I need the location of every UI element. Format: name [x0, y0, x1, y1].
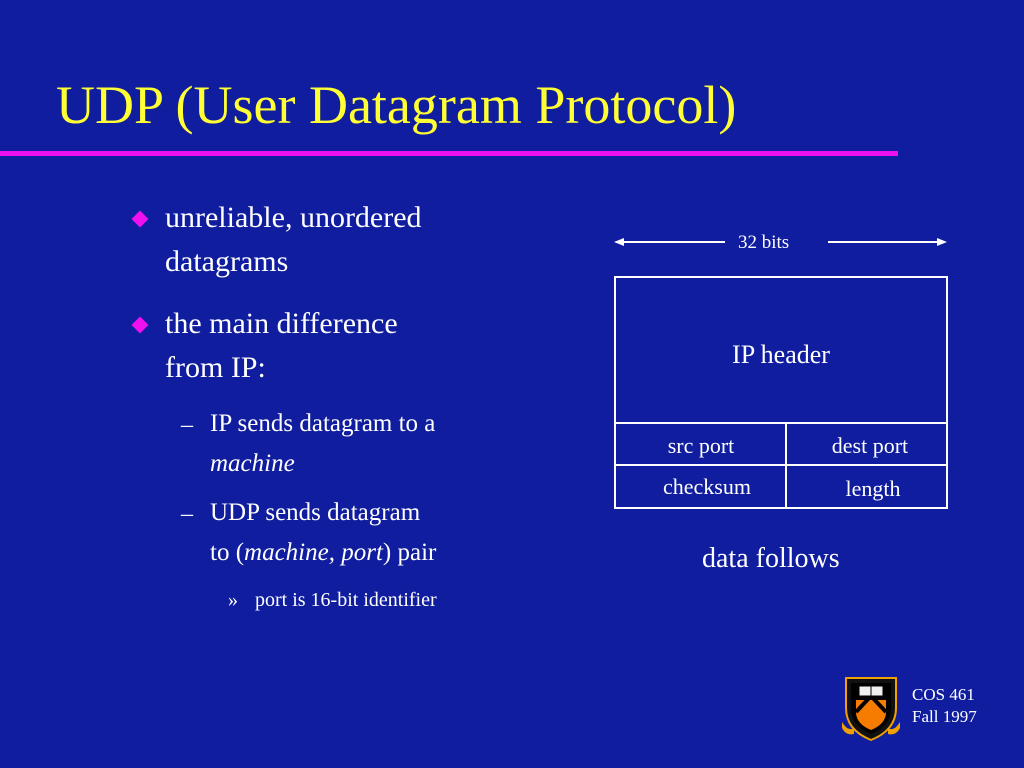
princeton-shield-logo — [842, 677, 900, 742]
bullet-item: unreliable, unordered datagrams — [165, 196, 525, 284]
dash-marker: – — [181, 412, 193, 438]
dest-port-field: dest port — [831, 433, 909, 458]
arrow-right-icon — [937, 238, 947, 246]
subsub-bullet-item: port is 16-bit identifier — [255, 589, 437, 611]
width-label: 32 bits — [738, 232, 790, 253]
bullet-line: datagrams — [165, 245, 289, 278]
sub-bullet-italic: machine — [210, 450, 295, 477]
sub-bullet-line: UDP sends datagram — [210, 499, 421, 526]
arrow-line-left — [622, 241, 725, 243]
column-divider — [785, 422, 787, 509]
dash-marker: – — [181, 501, 193, 527]
bullet-line: unreliable, unordered — [165, 201, 422, 234]
page-title: UDP (User Datagram Protocol) — [56, 75, 737, 135]
checksum-field: checksum — [663, 474, 751, 499]
bullet-line: the main difference — [165, 307, 398, 340]
footer: COS 461 Fall 1997 — [912, 684, 977, 728]
ip-header-label: IP header — [732, 340, 830, 369]
row-divider — [614, 464, 948, 466]
src-port-field: src port — [667, 433, 735, 458]
arrow-line-right — [828, 241, 938, 243]
term-label: Fall 1997 — [912, 707, 977, 726]
arrow-left-icon — [614, 238, 624, 246]
bullet-line: from IP: — [165, 351, 266, 384]
sub-bullet-item: IP sends datagram to a machine — [210, 404, 540, 484]
raquo-marker: » — [228, 589, 238, 611]
sub-bullet-italic: machine, port — [244, 539, 383, 566]
sub-bullet-text: ) pair — [382, 539, 437, 566]
length-field: length — [845, 476, 901, 501]
data-follows-label: data follows — [702, 543, 840, 574]
course-label: COS 461 — [912, 685, 975, 704]
bullet-item: the main difference from IP: — [165, 302, 525, 390]
sub-bullet-line: IP sends datagram to a — [210, 410, 436, 437]
title-underline — [0, 151, 898, 156]
bullet-list: unreliable, unordered datagrams the main… — [131, 196, 540, 611]
sub-bullet-item: UDP sends datagram to (machine, port) pa… — [210, 493, 540, 573]
sub-bullet-text: to ( — [210, 539, 245, 566]
